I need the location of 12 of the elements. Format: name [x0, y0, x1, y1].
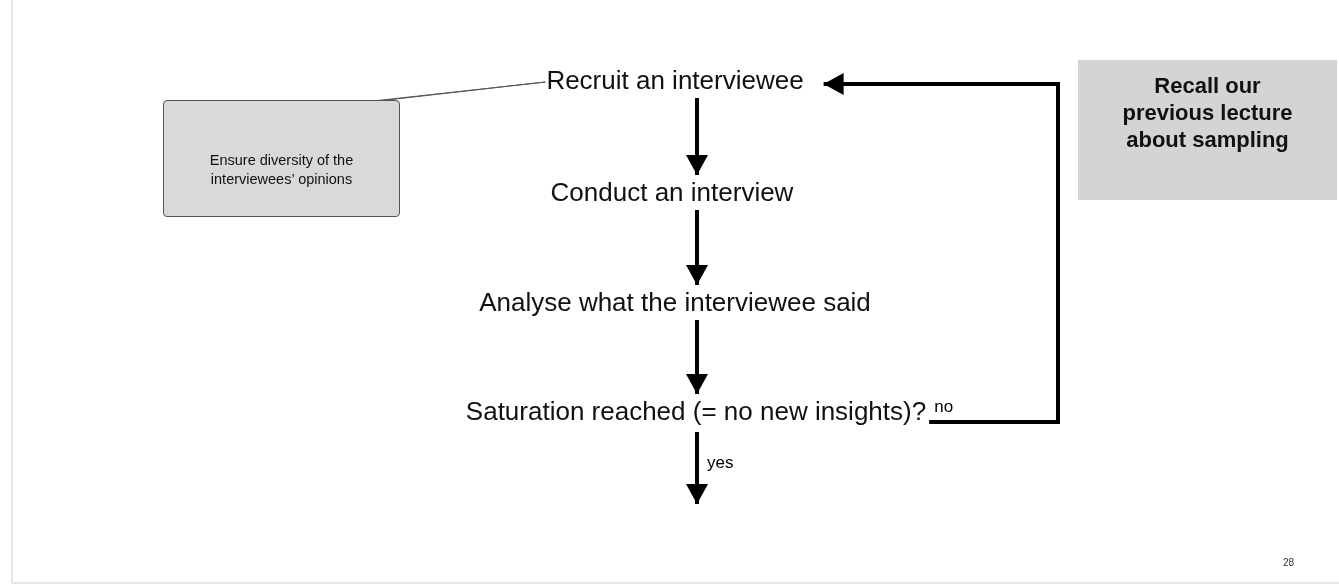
arrow: [686, 432, 708, 504]
callout-box: Ensure diversity of the interviewees’ opinions: [163, 100, 400, 217]
arrow: [823, 73, 1060, 424]
page-number: 28: [1283, 557, 1295, 568]
note-box: Recall our previous lecture about sampling: [1078, 60, 1337, 200]
flow-step-text: Recruit an interviewee: [546, 65, 804, 95]
flow-step-text: Saturation reached (= no new insights)?: [465, 396, 927, 426]
arrow: [686, 320, 708, 394]
arrow: [686, 98, 708, 175]
flow-step-text: Conduct an interview: [550, 177, 794, 207]
flow-step-text: Analyse what the interviewee said: [479, 287, 871, 317]
arrow: [686, 210, 708, 285]
